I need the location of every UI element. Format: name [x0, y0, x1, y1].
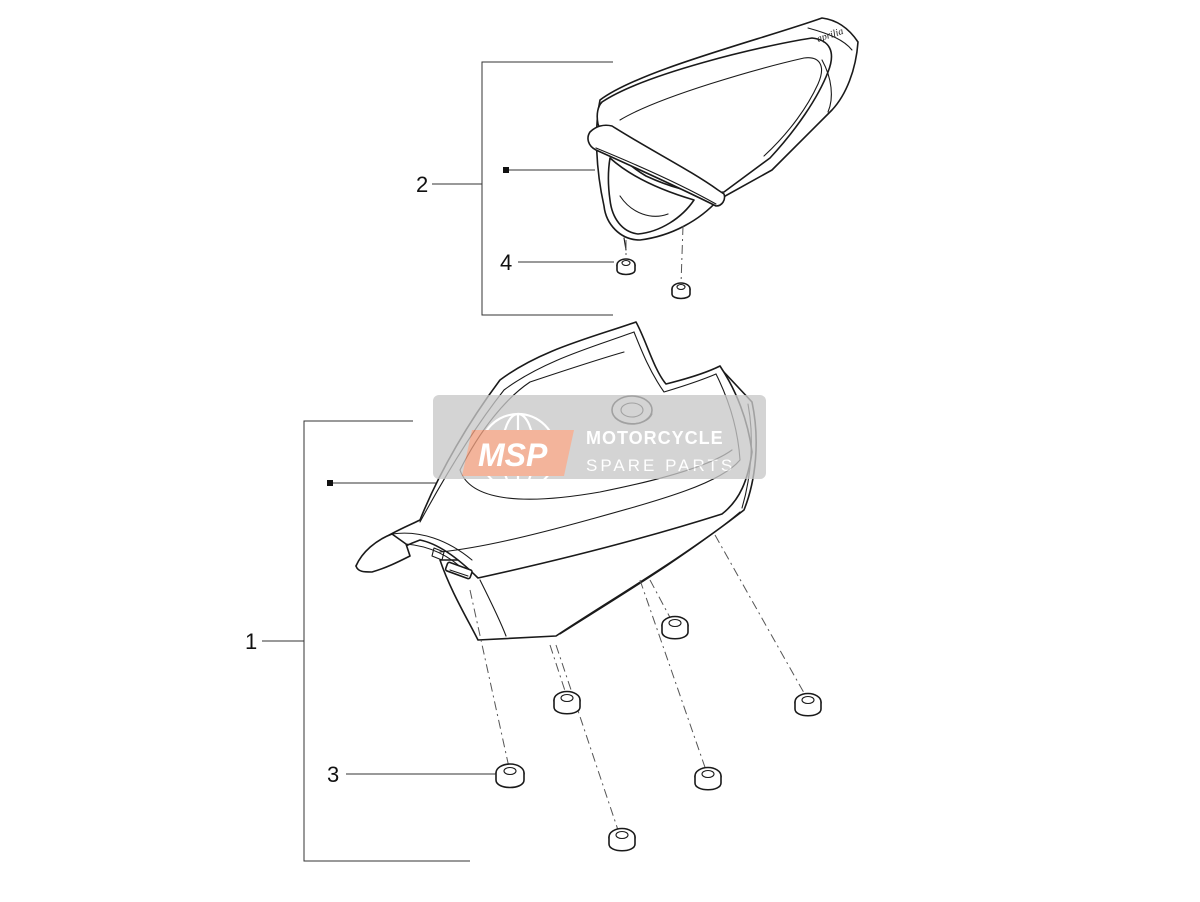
marker-square-2	[503, 167, 509, 173]
rider-seat-part-1[interactable]	[355, 321, 757, 641]
watermark-logo-text: MSP	[478, 437, 548, 473]
seat-latch	[444, 561, 473, 580]
watermark: MSP MOTORCYCLE SPARE PARTS	[433, 395, 766, 492]
alignment-line	[469, 589, 511, 773]
watermark-line-2: SPARE PARTS	[586, 456, 735, 475]
grommet-part-4[interactable]	[671, 282, 691, 300]
callout-number-3: 3	[327, 762, 339, 787]
callout-number-4: 4	[500, 250, 512, 275]
grommet-part-3[interactable]	[661, 615, 689, 640]
marker-square-1	[327, 480, 333, 486]
alignment-line	[639, 579, 709, 777]
bracket-group-2	[432, 61, 613, 316]
callout-number-2: 2	[416, 172, 428, 197]
grommet-part-3[interactable]	[553, 690, 581, 715]
watermark-line-1: MOTORCYCLE	[586, 428, 724, 448]
grommet-part-3[interactable]	[608, 827, 636, 852]
grommet-part-3[interactable]	[794, 692, 822, 717]
callout-number-1: 1	[245, 629, 257, 654]
alignment-line	[555, 644, 621, 837]
grommet-part-3[interactable]	[694, 766, 722, 791]
rear-seat-part-2[interactable]: aprilia	[587, 17, 859, 251]
alignment-line	[680, 225, 684, 285]
alignment-line	[714, 534, 809, 701]
grommet-part-3[interactable]	[495, 763, 525, 789]
bracket-group-1	[262, 420, 470, 862]
msp-logo-badge	[462, 430, 574, 476]
grommet-part-4[interactable]	[616, 258, 636, 276]
